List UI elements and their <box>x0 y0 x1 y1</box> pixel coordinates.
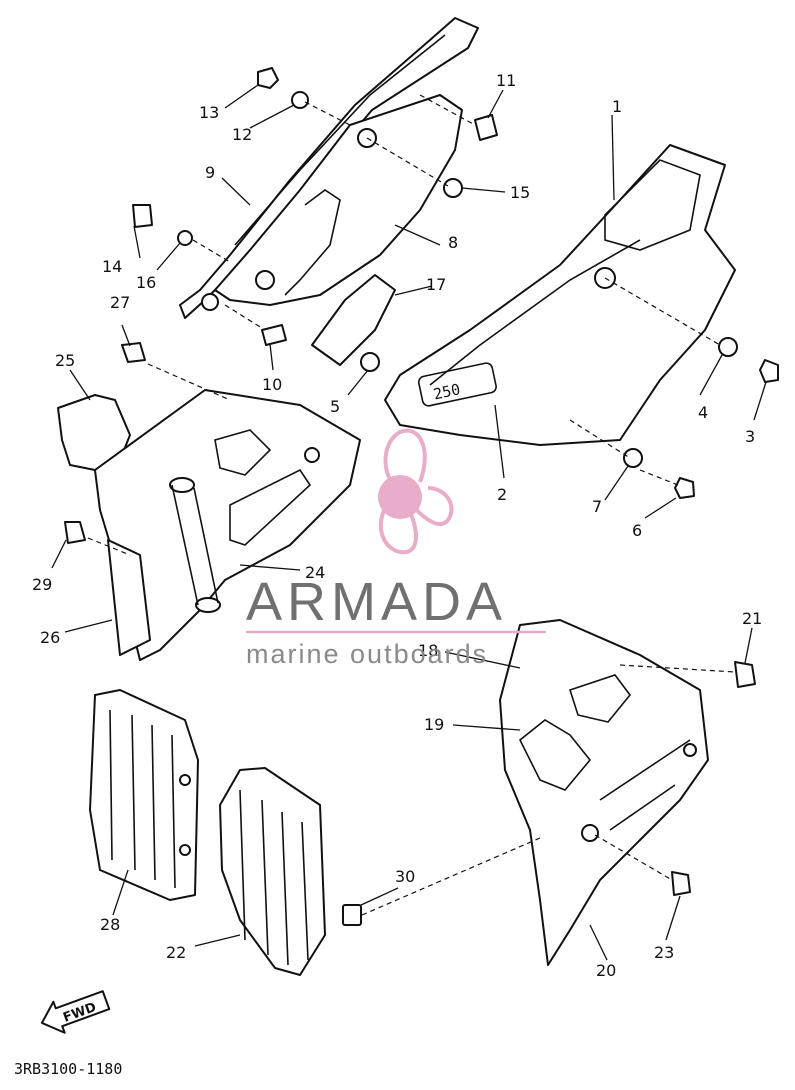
grommet-11 <box>474 114 498 141</box>
part-30-nut <box>342 904 362 926</box>
label-29: 29 <box>32 575 52 594</box>
part-28-radiator-guard <box>89 689 199 901</box>
part-1-side-cover: 250 <box>384 144 736 446</box>
label-9: 9 <box>205 163 215 182</box>
label-26: 26 <box>40 628 60 647</box>
collar-7 <box>623 448 643 468</box>
label-27: 27 <box>110 293 130 312</box>
bolt-21 <box>734 661 756 688</box>
label-12: 12 <box>232 125 252 144</box>
label-13: 13 <box>199 103 219 122</box>
label-20: 20 <box>596 961 616 980</box>
label-28: 28 <box>100 915 120 934</box>
label-3: 3 <box>745 427 755 446</box>
decal-250: 250 <box>432 380 462 403</box>
label-14: 14 <box>102 257 122 276</box>
label-4: 4 <box>698 403 708 422</box>
fwd-arrow: FWD <box>40 990 111 1034</box>
bolt-6 <box>674 477 695 499</box>
part-8-side-cover <box>201 94 463 311</box>
part-9-side-cover-strip <box>179 17 479 319</box>
label-11: 11 <box>496 71 516 90</box>
watermark: ARMADA marine outboards <box>246 428 546 669</box>
collar-15 <box>443 178 463 198</box>
watermark-brand: ARMADA <box>246 572 507 632</box>
part-code: 3RB3100-1180 <box>14 1060 122 1078</box>
grommet-10 <box>261 324 287 346</box>
label-21: 21 <box>742 609 762 628</box>
label-24: 24 <box>305 563 325 582</box>
bolt-27 <box>121 342 146 363</box>
part-20-radiator-cover <box>499 619 709 966</box>
leader-lines <box>51 84 767 961</box>
label-16: 16 <box>136 273 156 292</box>
fasteners <box>64 67 779 896</box>
label-19: 19 <box>424 715 444 734</box>
label-15: 15 <box>510 183 530 202</box>
part-22-radiator-guard <box>219 767 326 976</box>
bolt-3 <box>759 359 779 383</box>
label-22: 22 <box>166 943 186 962</box>
part-26-plate <box>107 539 151 656</box>
label-5: 5 <box>330 397 340 416</box>
watermark-tagline: marine outboards <box>246 639 488 669</box>
label-7: 7 <box>592 497 602 516</box>
label-6: 6 <box>632 521 642 540</box>
grommet-5 <box>360 352 380 372</box>
label-30: 30 <box>395 867 415 886</box>
bolt-13 <box>257 67 279 89</box>
part-24-radiator-cover <box>94 389 361 661</box>
label-10: 10 <box>262 375 282 394</box>
watermark-logo-icon <box>378 428 454 555</box>
bolt-14 <box>132 204 153 228</box>
label-1: 1 <box>612 97 622 116</box>
washer-12 <box>291 91 309 109</box>
label-18: 18 <box>418 641 438 660</box>
label-25: 25 <box>55 351 75 370</box>
collar-4 <box>718 337 738 357</box>
bolt-23 <box>671 871 691 896</box>
label-23: 23 <box>654 943 674 962</box>
collar-16 <box>177 230 193 246</box>
part-labels: 1 2 3 4 5 6 7 8 9 10 11 12 13 14 15 16 1… <box>32 71 762 980</box>
bolt-29 <box>64 521 86 544</box>
part-17-pad <box>311 274 396 366</box>
label-8: 8 <box>448 233 458 252</box>
label-2: 2 <box>497 485 507 504</box>
label-17: 17 <box>426 275 446 294</box>
